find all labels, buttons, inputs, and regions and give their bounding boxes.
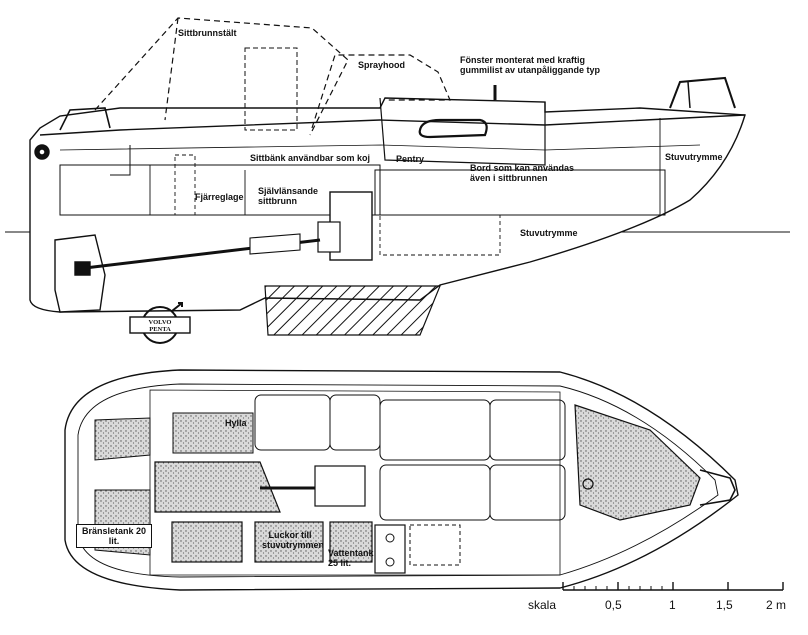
label-vattentank: Vattentank 25 lit.	[328, 548, 374, 568]
label-sittbrunnstalt: Sittbrunnstält	[178, 28, 237, 38]
label-stuvutrymme-bow: Stuvutrymme	[665, 152, 723, 162]
label-luckor: Luckor till stuvutrymmen	[262, 530, 325, 550]
label-fjarreglage: Fjärreglage	[195, 192, 244, 202]
label-bransletank: Bränsletank 20 lit.	[76, 524, 152, 548]
svg-text:PENTA: PENTA	[149, 326, 171, 333]
cabin-window	[418, 118, 488, 139]
scale-tick-label: 1,5	[716, 598, 733, 612]
svg-text:VOLVO: VOLVO	[149, 319, 172, 326]
sprayhood-outline	[311, 54, 451, 129]
sheer-line	[39, 114, 746, 136]
stern-rail	[59, 107, 111, 131]
scale-tick-label: 0,5	[605, 598, 622, 612]
label-bord: Bord som kan användas även i sittbrunnen	[470, 163, 575, 183]
label-hylla: Hylla	[225, 418, 247, 428]
plan-view	[64, 369, 739, 591]
side-view	[5, 17, 790, 336]
hull-outline	[29, 97, 746, 313]
scale-tick-label: 2 m	[766, 598, 787, 612]
scale-bar-graphic	[562, 582, 784, 591]
scale-tick-label: 1	[669, 598, 676, 612]
label-sprayhood: Sprayhood	[358, 60, 406, 70]
label-fonster: Fönster monterat med kraftig gummilist a…	[460, 55, 601, 75]
scale-title: skala	[528, 598, 557, 612]
label-stuvutrymme-low: Stuvutrymme	[520, 228, 578, 238]
label-sittbank: Sittbänk användbar som koj	[250, 153, 371, 163]
label-sjalvlansande: Självlänsande sittbrunn	[258, 186, 319, 206]
label-pentry: Pentry	[396, 154, 425, 164]
keel	[264, 285, 441, 336]
galley-stove	[374, 524, 406, 574]
deckhouse	[379, 97, 546, 166]
bow-pulpit	[669, 76, 736, 109]
cockpit-tent	[94, 17, 349, 136]
plan-engine	[314, 465, 366, 507]
volvo-penta-logo: VOLVO PENTA	[129, 302, 191, 344]
